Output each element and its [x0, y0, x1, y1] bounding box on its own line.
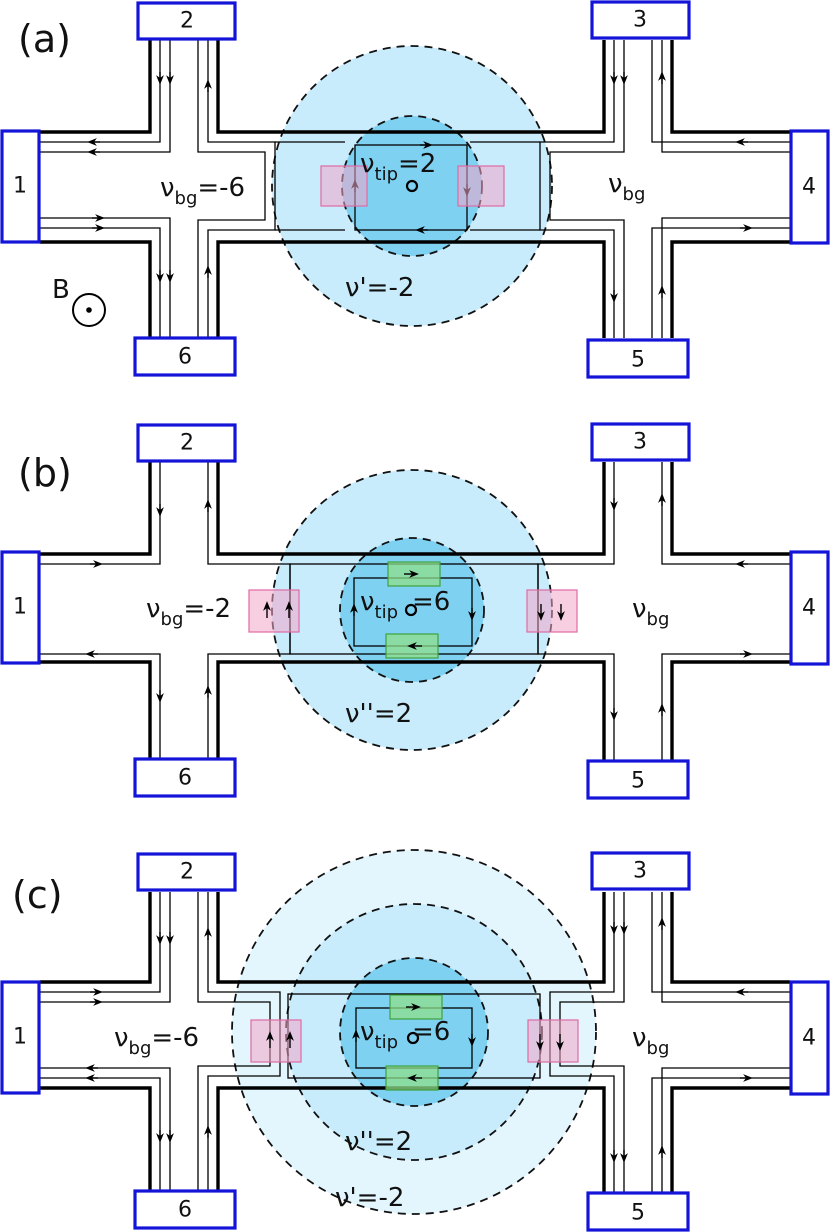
tip-disk-boundary	[339, 537, 485, 683]
svg-text:2: 2	[180, 431, 194, 456]
contact-6: 6	[133, 1189, 237, 1230]
field-label: B	[52, 275, 70, 305]
panel-b: 1 2 3 4 5 6 (b) νbg=-2 νbg νtip=6 ν''=2	[0, 422, 830, 800]
ring-label: ν'=-2	[345, 273, 414, 303]
hall-bar-outline-top	[40, 892, 790, 984]
pink-region-right	[526, 589, 578, 633]
field-out-of-plane-icon	[72, 293, 106, 327]
tip-position-marker	[404, 603, 418, 617]
pink-region-right	[457, 165, 505, 207]
nu-bg-right-label: νbg	[632, 1023, 669, 1059]
contact-4: 4	[789, 129, 830, 245]
inner-channels	[275, 141, 540, 231]
contact-1: 1	[0, 550, 41, 665]
hall-bar-outline-top	[40, 40, 790, 134]
svg-text:4: 4	[802, 175, 816, 200]
svg-text:5: 5	[631, 769, 645, 794]
panel-label: (a)	[18, 17, 71, 61]
hall-bar-outline-top	[40, 462, 790, 556]
contact-2: 2	[136, 852, 237, 892]
pink-region-right	[527, 1019, 579, 1063]
green-region-bottom	[385, 1065, 439, 1091]
ring-label: ν''=2	[345, 1127, 412, 1157]
edge-arrows	[87, 71, 753, 303]
nu-tip-label: νtip=6	[360, 1017, 450, 1053]
contact-5: 5	[586, 338, 690, 379]
contact-5: 5	[586, 759, 690, 800]
edge-arrows	[85, 917, 753, 1163]
hall-bar-outline-bottom	[40, 660, 790, 760]
pink-region-left	[248, 589, 300, 633]
outer-ring-label: ν'=-2	[335, 1183, 404, 1213]
outer-disk-boundary	[271, 45, 553, 327]
tip-position-marker	[406, 1031, 420, 1045]
contact-2: 2	[136, 423, 237, 463]
contact-3: 3	[590, 422, 691, 462]
svg-text:3: 3	[633, 430, 647, 455]
contact-6: 6	[133, 336, 237, 377]
tip-position-marker	[405, 179, 419, 193]
svg-text:4: 4	[802, 1026, 816, 1051]
pink-region-left	[250, 1019, 302, 1063]
contact-5: 5	[586, 1191, 690, 1232]
contact-2: 2	[136, 1, 237, 41]
nu-bg-left-label: νbg=-6	[160, 173, 245, 209]
edge-channels-left	[40, 40, 276, 338]
svg-text:1: 1	[13, 174, 27, 199]
contact-1: 1	[0, 980, 41, 1095]
contact-3: 3	[590, 851, 691, 891]
edge-channels-right	[539, 40, 790, 338]
panel-label: (c)	[12, 873, 63, 917]
tip-disk	[342, 116, 482, 256]
svg-text:1: 1	[13, 1025, 27, 1050]
nu-bg-left-label: νbg=-6	[114, 1023, 199, 1059]
svg-text:5: 5	[631, 1201, 645, 1226]
svg-text:4: 4	[802, 596, 816, 621]
ring-label: ν''=2	[345, 699, 412, 729]
svg-text:3: 3	[633, 859, 647, 884]
panel-label: (b)	[18, 451, 72, 495]
svg-text:2: 2	[180, 860, 194, 885]
outermost-disk-boundary	[231, 849, 597, 1215]
contact-4: 4	[789, 550, 830, 666]
nu-tip-label: νtip=2	[360, 149, 436, 185]
panel-c: 1 2 3 4 5 6 (c) νbg=-6 νbg νtip=6 ν''=2 …	[0, 849, 830, 1232]
svg-text:6: 6	[178, 766, 192, 791]
panel-a: 1 2 3 4 5 6 (a) νbg=-6 νbg νtip=2 ν'=-2 …	[0, 0, 830, 379]
pink-region-left	[320, 165, 368, 207]
tip-disk-boundary	[339, 957, 489, 1107]
contact-4: 4	[789, 980, 830, 1096]
hall-bar-outline-bottom	[40, 240, 790, 338]
edge-arrows	[85, 493, 753, 721]
svg-text:6: 6	[178, 345, 192, 370]
svg-text:5: 5	[631, 348, 645, 373]
svg-text:3: 3	[633, 8, 647, 33]
nu-bg-right-label: νbg	[608, 169, 645, 205]
contact-6: 6	[133, 757, 237, 798]
svg-text:1: 1	[13, 595, 27, 620]
nu-bg-right-label: νbg	[632, 594, 669, 630]
svg-text:6: 6	[178, 1198, 192, 1223]
nu-bg-left-label: νbg=-2	[146, 594, 231, 630]
contact-3: 3	[590, 0, 691, 40]
contact-1: 1	[0, 129, 41, 244]
nu-tip-label: νtip=6	[360, 587, 450, 623]
svg-text:2: 2	[180, 9, 194, 34]
